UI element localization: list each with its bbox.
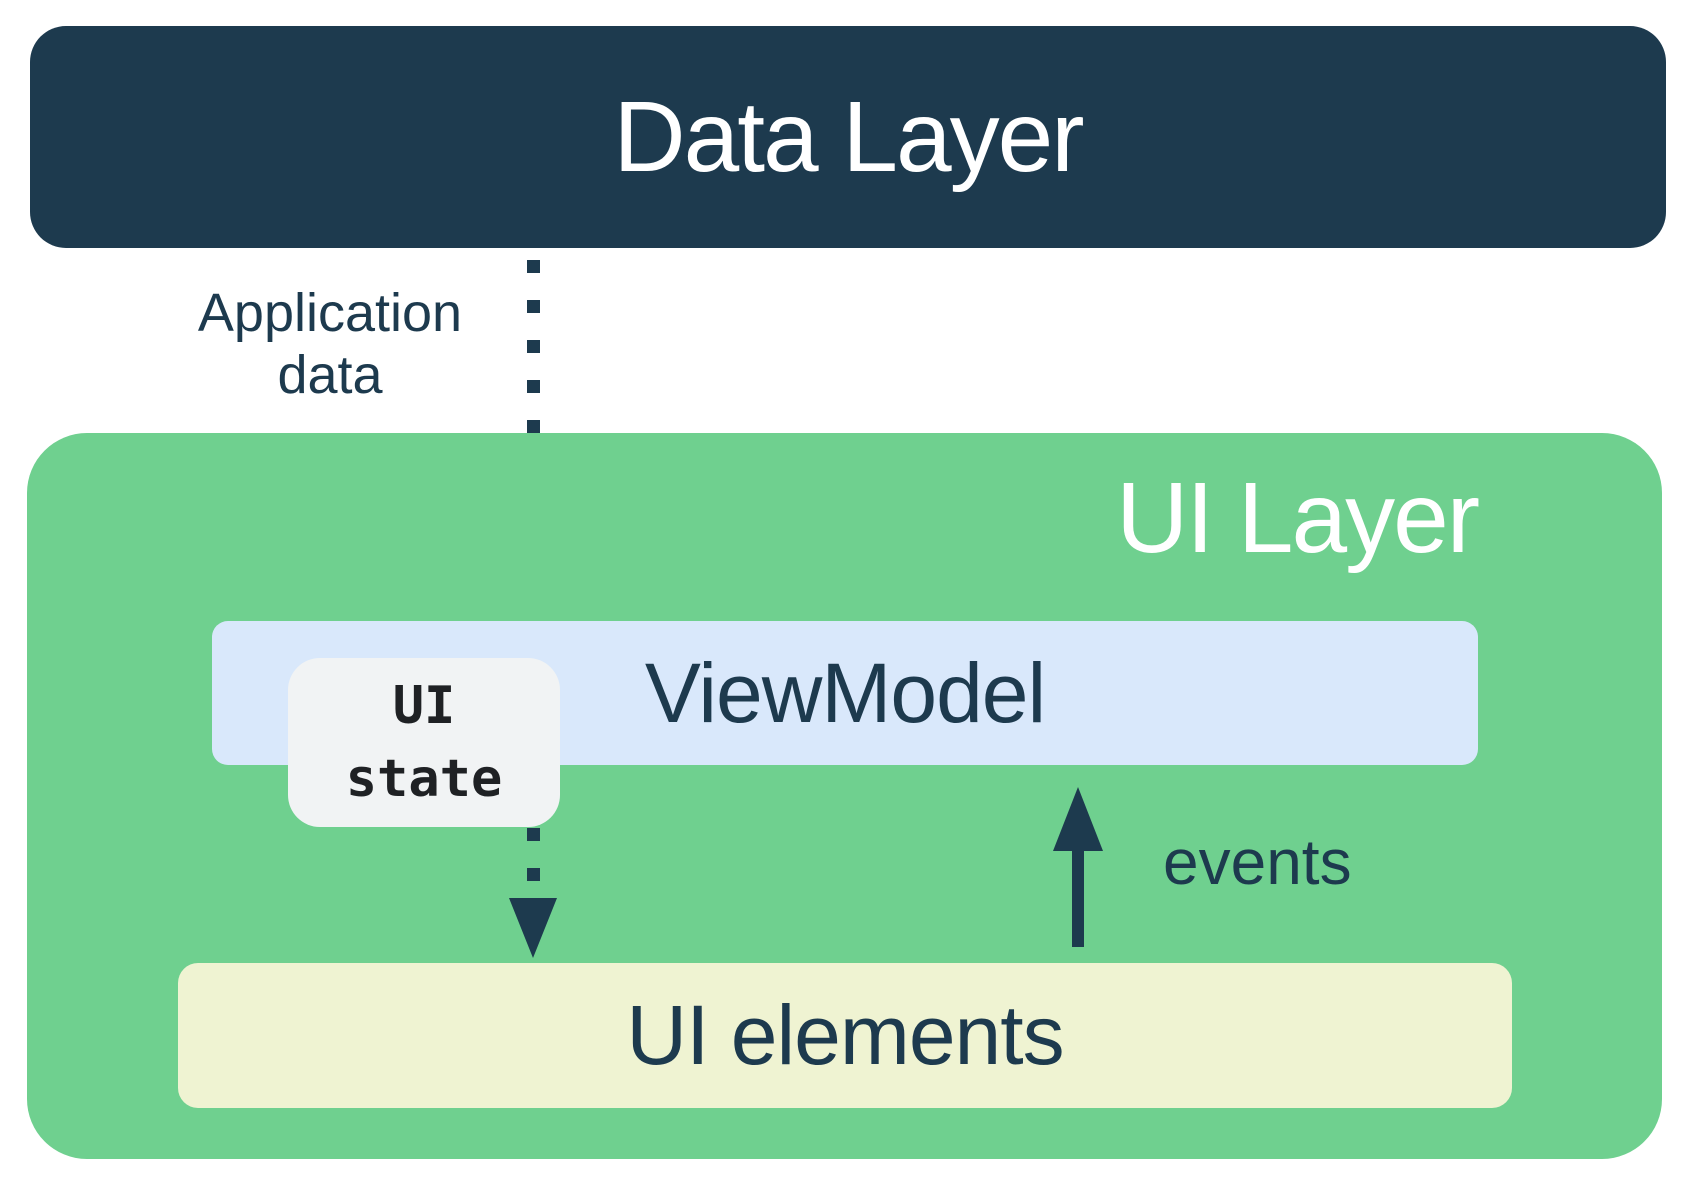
application-data-line2: data (277, 345, 383, 405)
ui-state-box: UI state (288, 658, 560, 827)
data-layer-box: Data Layer (30, 26, 1666, 248)
application-data-line1: Application (197, 283, 463, 343)
ui-layer-label: UI Layer (1116, 462, 1480, 574)
ui-elements-box: UI elements (178, 963, 1512, 1108)
events-arrow-shaft (1072, 845, 1084, 947)
ui-state-line1: UI (392, 675, 456, 736)
events-label: events (1163, 826, 1352, 898)
data-layer-label: Data Layer (613, 80, 1084, 193)
ui-state-line2: state (345, 748, 503, 809)
viewmodel-label: ViewModel (644, 645, 1046, 740)
ui-state-dotted-line (527, 828, 540, 886)
ui-elements-label: UI elements (626, 988, 1064, 1082)
application-data-label: Application data (140, 282, 520, 406)
